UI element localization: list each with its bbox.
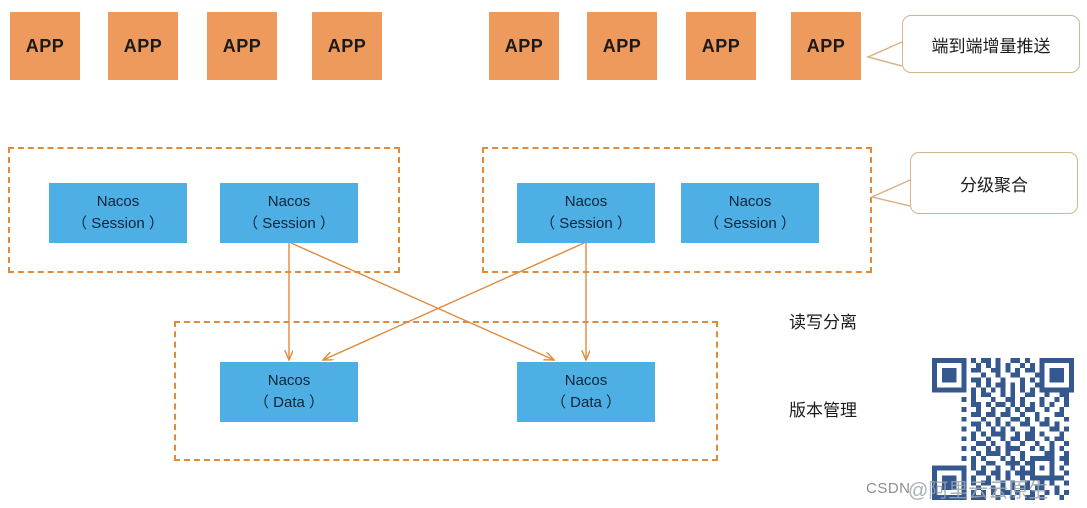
nacos-session-node-4[interactable]: Nacos （ Session ） [681,183,819,243]
app-box-label: APP [123,35,163,56]
nacos-node-line1: Nacos [564,372,608,390]
callout-label: 分级聚合 [960,175,1028,195]
nacos-node-line1: Nacos [564,193,608,211]
nacos-node-line2: （ Session ） [72,215,164,232]
nacos-node-line1: Nacos [728,193,772,211]
qr-code[interactable] [932,358,1074,500]
app-box-label: APP [504,35,544,56]
callout-tail-push [865,41,903,67]
session-group-right [482,147,872,273]
nacos-node-line2: （ Data ） [253,394,325,411]
callout-label: 端到端增量推送 [931,36,1051,56]
nacos-node-line1: Nacos [96,193,140,211]
nacos-session-node-1[interactable]: Nacos （ Session ） [49,183,187,243]
app-box-right-1[interactable]: APP [489,12,559,80]
side-label-read-write-split: 读写分离 [789,313,857,332]
app-box-label: APP [701,35,741,56]
app-box-label: APP [806,35,846,56]
session-group-left [8,147,400,273]
nacos-data-node-2[interactable]: Nacos （ Data ） [517,362,655,422]
nacos-node-line2: （ Data ） [550,394,622,411]
app-box-right-2[interactable]: APP [587,12,657,80]
app-box-label: APP [25,35,65,56]
app-box-label: APP [602,35,642,56]
nacos-data-node-1[interactable]: Nacos （ Data ） [220,362,358,422]
side-label-version-management: 版本管理 [789,401,857,420]
app-box-right-3[interactable]: APP [686,12,756,80]
nacos-node-line2: （ Session ） [704,215,796,232]
nacos-node-line1: Nacos [267,193,311,211]
app-box-left-4[interactable]: APP [312,12,382,80]
watermark-handle: @阿里云云原生 [908,480,1049,502]
callout-end-to-end-push[interactable]: 端到端增量推送 [902,15,1080,73]
app-box-left-2[interactable]: APP [108,12,178,80]
nacos-node-line1: Nacos [267,372,311,390]
nacos-node-line2: （ Session ） [540,215,632,232]
app-box-right-4[interactable]: APP [791,12,861,80]
nacos-session-node-2[interactable]: Nacos （ Session ） [220,183,358,243]
nacos-node-line2: （ Session ） [243,215,335,232]
app-box-label: APP [222,35,262,56]
nacos-session-node-3[interactable]: Nacos （ Session ） [517,183,655,243]
watermark-csdn: CSDN [866,480,911,497]
callout-tail-aggregation [869,179,911,207]
app-box-label: APP [327,35,367,56]
app-box-left-3[interactable]: APP [207,12,277,80]
app-box-left-1[interactable]: APP [10,12,80,80]
callout-tiered-aggregation[interactable]: 分级聚合 [910,152,1078,214]
